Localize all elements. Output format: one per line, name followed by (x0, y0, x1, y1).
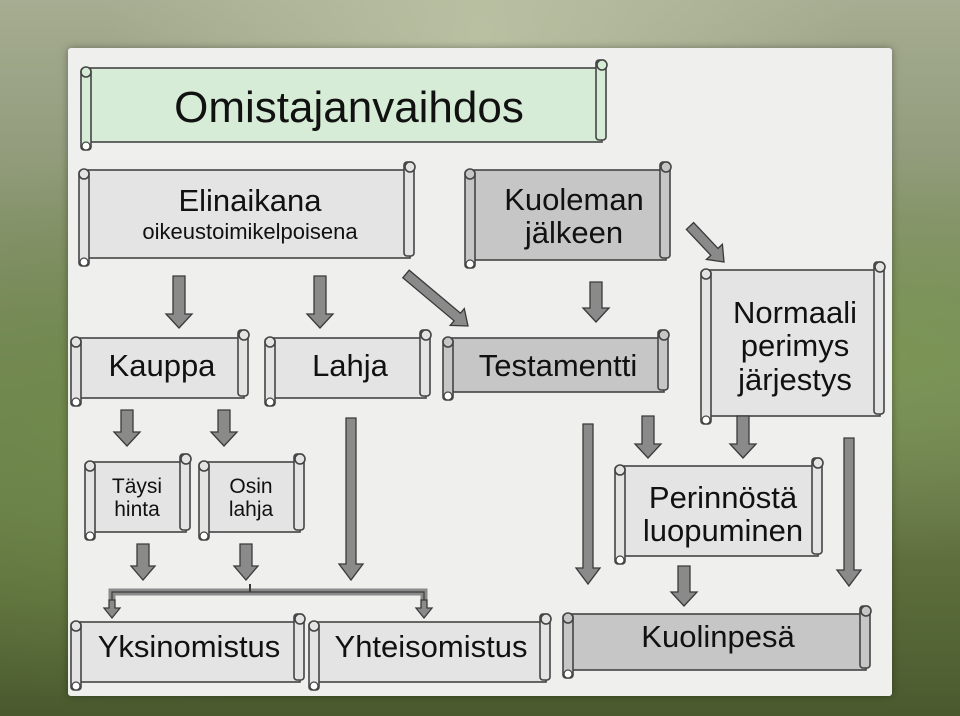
normaali-scroll (700, 261, 886, 425)
kuoleman-line2: jälkeen (524, 215, 624, 250)
osin-lahja-line2: lahja (228, 498, 274, 521)
kauppa-scroll (70, 329, 250, 407)
bracket-arrow-to-yksinomistus (102, 599, 122, 620)
lahja-text: Lahja (312, 348, 388, 384)
osin-lahja-label: Osin lahja (208, 462, 294, 536)
arrow-testamentti-to-perinnosta (633, 415, 663, 459)
bracket-arrow-to-yhteisomistus (414, 599, 434, 620)
elinaikana-line1: Elinaikana (178, 183, 322, 219)
kauppa-text: Kauppa (108, 348, 216, 384)
normaali-line3: järjestys (738, 361, 852, 397)
arrow-lahja-to-yhteisomistus (337, 417, 365, 582)
arrow-osin-lahja-down (232, 543, 260, 581)
arrow-to-lahja (305, 275, 335, 329)
kuoleman-label: Kuoleman jälkeen (476, 172, 672, 260)
taysi-hinta-scroll (84, 453, 192, 541)
osin-lahja-line1: Osin (229, 475, 273, 499)
normaali-line2: perimys (740, 328, 850, 364)
kuoleman-scroll (464, 161, 672, 269)
yksinomistus-label: Yksinomistus (80, 616, 298, 678)
title-text: Omistajanvaihdos (174, 83, 524, 133)
arrow-to-kauppa (164, 275, 194, 329)
yhteisomistus-text: Yhteisomistus (334, 629, 528, 665)
testamentti-scroll (442, 329, 670, 401)
kauppa-label: Kauppa (80, 336, 244, 396)
title-label: Omistajanvaihdos (96, 72, 602, 144)
lahja-scroll (264, 329, 432, 407)
yksinomistus-scroll (70, 613, 306, 691)
elinaikana-line2: oikeustoimikelpoisena (142, 218, 358, 244)
elinaikana-scroll (78, 161, 416, 267)
perinnosta-label: Perinnöstä luopuminen (626, 472, 820, 556)
lahja-label: Lahja (274, 336, 426, 396)
perinnosta-line2: luopuminen (642, 513, 804, 548)
yhteisomistus-label: Yhteisomistus (318, 616, 544, 678)
arrow-normaali-to-kuolinpesa (835, 437, 863, 588)
yhteisomistus-scroll (308, 613, 552, 691)
arrow-to-taysi-hinta (112, 409, 142, 447)
kuoleman-line1: Kuoleman (504, 181, 644, 217)
arrow-testamentti-to-kuolinpesa (574, 423, 602, 586)
distribution-bracket (108, 588, 428, 614)
arrow-to-testamentti (581, 281, 611, 323)
kuolinpesa-text: Kuolinpesä (641, 619, 795, 655)
taysi-hinta-line2: hinta (114, 498, 160, 521)
arrow-to-osin-lahja (209, 409, 239, 447)
arrow-kuoleman-to-normaali (685, 221, 725, 263)
kuolinpesa-label: Kuolinpesä (572, 612, 864, 662)
kuolinpesa-scroll (562, 605, 872, 679)
arrow-to-kuolinpesa (669, 565, 699, 607)
testamentti-text: Testamentti (478, 348, 638, 384)
testamentti-label: Testamentti (452, 336, 664, 396)
perinnosta-line1: Perinnöstä (648, 479, 798, 515)
normaali-line1: Normaali (732, 294, 858, 330)
arrow-taysi-hinta-down (129, 543, 157, 581)
perinnosta-scroll (614, 457, 824, 565)
taysi-hinta-label: Täysi hinta (94, 462, 180, 536)
osin-lahja-scroll (198, 453, 306, 541)
arrow-normaali-to-perinnosta (728, 415, 758, 459)
arrow-elinaikana-to-testamentti (401, 269, 469, 327)
title-scroll (80, 59, 608, 151)
taysi-hinta-line1: Täysi (111, 475, 163, 499)
yksinomistus-text: Yksinomistus (97, 629, 281, 665)
elinaikana-label: Elinaikana oikeustoimikelpoisena (90, 176, 410, 252)
normaali-label: Normaali perimys järjestys (714, 284, 876, 408)
